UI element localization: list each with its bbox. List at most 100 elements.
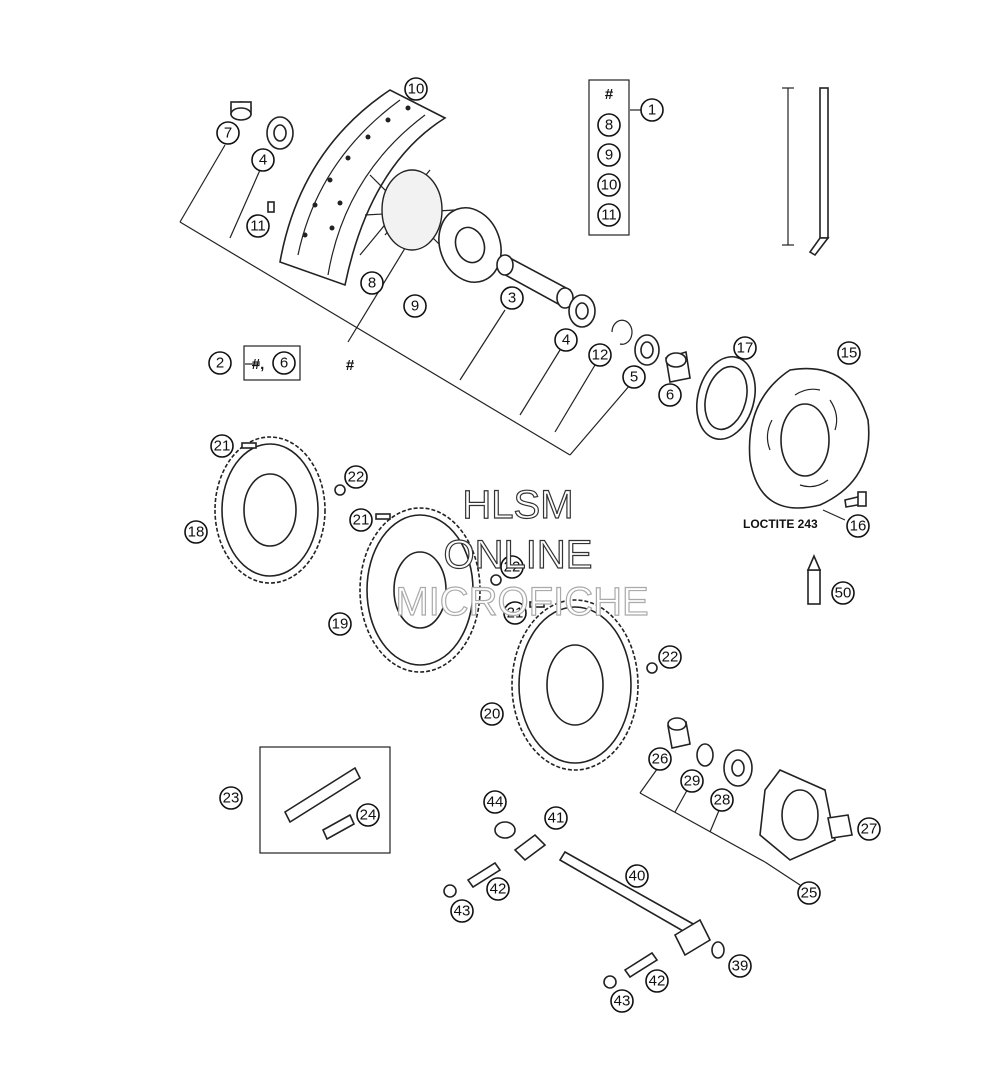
callout-12: 12 <box>588 343 612 367</box>
callout-22-c: 22 <box>658 645 682 669</box>
svg-text:25: 25 <box>801 885 818 902</box>
kit-box-2-item-6: 6 <box>272 351 296 375</box>
svg-text:42: 42 <box>490 881 507 898</box>
svg-text:7: 7 <box>224 125 232 142</box>
svg-text:43: 43 <box>614 993 631 1010</box>
callout-19: 19 <box>328 612 352 636</box>
rear-rim <box>279 89 447 287</box>
chain-adjuster-44 <box>494 821 516 839</box>
gasket-17 <box>696 355 756 441</box>
circlip-12 <box>611 319 633 345</box>
svg-text:1: 1 <box>648 102 656 119</box>
callout-43-a: 43 <box>450 899 474 923</box>
callout-11: 11 <box>246 214 270 238</box>
svg-text:6: 6 <box>666 387 674 404</box>
svg-text:39: 39 <box>732 958 749 975</box>
svg-text:43: 43 <box>454 903 471 920</box>
svg-text:6: 6 <box>280 355 288 372</box>
kit-box-1-item-8: 8 <box>597 113 621 137</box>
svg-text:11: 11 <box>601 207 617 224</box>
callout-8: 8 <box>360 271 384 295</box>
svg-text:21: 21 <box>507 605 524 622</box>
spacer-6 <box>665 350 691 383</box>
svg-text:50: 50 <box>835 585 852 602</box>
spoke-tool <box>782 87 830 257</box>
callout-42-a: 42 <box>486 877 510 901</box>
svg-text:10: 10 <box>408 81 425 98</box>
bolt-16 <box>844 491 867 508</box>
svg-text:24: 24 <box>360 807 377 824</box>
watermark-line1: HLSM <box>462 483 573 527</box>
svg-text:44: 44 <box>487 794 504 811</box>
svg-text:17: 17 <box>737 340 754 357</box>
svg-text:4: 4 <box>562 332 570 349</box>
svg-text:12: 12 <box>592 347 609 364</box>
callout-1: 1 <box>640 98 664 122</box>
callout-28: 28 <box>710 788 734 812</box>
leader-lines <box>179 109 846 886</box>
svg-text:22: 22 <box>348 469 365 486</box>
svg-text:8: 8 <box>368 275 376 292</box>
callout-22-b: 22 <box>500 555 524 579</box>
hub-hash-mark: # <box>346 357 355 374</box>
svg-text:22: 22 <box>504 559 521 576</box>
spacer-tube-3 <box>496 254 574 309</box>
kit-box-1: # 8 9 10 11 <box>588 79 630 236</box>
callout-41: 41 <box>544 806 568 830</box>
kit-box-1-hash: # <box>605 86 614 103</box>
adjuster-spring-42 <box>466 861 659 979</box>
kit-box-2: #, 6 <box>243 345 301 381</box>
cap-39 <box>711 941 725 959</box>
bearing-28 <box>723 749 753 787</box>
sprocket-carrier-25 <box>759 769 836 861</box>
bearing-4 <box>568 294 596 328</box>
svg-text:5: 5 <box>630 369 638 386</box>
brake-disc-15 <box>748 367 870 509</box>
svg-text:21: 21 <box>353 512 370 529</box>
callout-43-b: 43 <box>610 989 634 1013</box>
sprocket-18 <box>214 436 326 584</box>
callout-5: 5 <box>622 365 646 389</box>
callout-50: 50 <box>831 581 855 605</box>
callout-2: 2 <box>208 351 232 375</box>
svg-text:29: 29 <box>684 773 701 790</box>
svg-text:9: 9 <box>605 147 613 164</box>
callout-9: 9 <box>403 294 427 318</box>
watermark-line2: ONLINE <box>444 533 593 577</box>
svg-text:26: 26 <box>652 751 669 768</box>
sprocket-20 <box>511 599 639 771</box>
svg-text:22: 22 <box>662 649 679 666</box>
bearing-4-top <box>266 116 294 150</box>
svg-text:3: 3 <box>508 290 516 307</box>
svg-text:23: 23 <box>223 790 240 807</box>
callout-29: 29 <box>680 769 704 793</box>
callout-26: 26 <box>648 747 672 771</box>
svg-text:11: 11 <box>250 218 266 235</box>
spacer-26 <box>667 717 691 749</box>
seal-5 <box>634 334 660 366</box>
callout-6: 6 <box>658 383 682 407</box>
svg-text:42: 42 <box>649 973 666 990</box>
rubber-damper-27 <box>827 814 853 839</box>
callout-18: 18 <box>184 520 208 544</box>
callout-16: 16 <box>846 514 870 538</box>
callout-20: 20 <box>480 702 504 726</box>
callout-4-top: 4 <box>251 148 275 172</box>
kit-box-2-hash: #, <box>252 356 265 373</box>
svg-text:19: 19 <box>332 616 349 633</box>
svg-text:16: 16 <box>850 518 867 535</box>
watermark-line3: MICROFICHE <box>395 580 648 624</box>
rear-hub <box>359 169 502 283</box>
callout-40: 40 <box>625 864 649 888</box>
svg-text:18: 18 <box>188 524 205 541</box>
callout-10: 10 <box>404 77 428 101</box>
svg-text:28: 28 <box>714 792 731 809</box>
svg-text:21: 21 <box>214 438 231 455</box>
svg-text:8: 8 <box>605 117 613 134</box>
svg-text:27: 27 <box>861 821 878 838</box>
svg-text:9: 9 <box>411 298 419 315</box>
chain-adjuster-41 <box>513 833 547 862</box>
svg-text:20: 20 <box>484 706 501 723</box>
nut-43 <box>443 884 617 989</box>
